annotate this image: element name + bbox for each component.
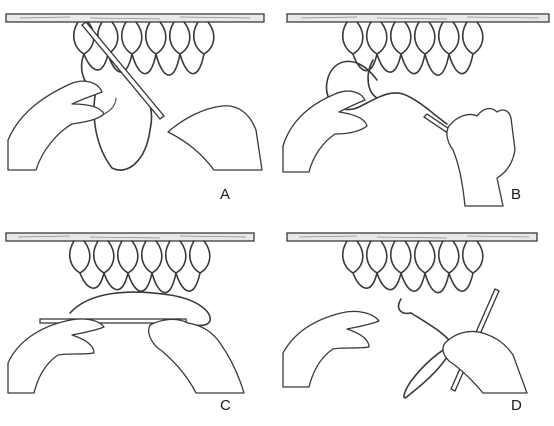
panel-a: A (0, 0, 277, 213)
working-twine-loop (325, 60, 448, 125)
panel-c: C (0, 213, 277, 426)
panel-b-drawing (282, 13, 550, 207)
netting-needle (81, 21, 165, 120)
working-twine (93, 89, 153, 171)
mesh-row (352, 272, 474, 315)
dowel-rod (286, 13, 550, 23)
right-hand (167, 105, 263, 171)
hanging-loops (68, 240, 211, 274)
dowel-rod (286, 232, 538, 242)
panel-c-drawing (5, 232, 255, 394)
right-hand (148, 318, 245, 394)
panel-label-c: C (220, 397, 231, 414)
mesh-row (79, 272, 201, 294)
panel-label-b: B (511, 186, 522, 203)
panel-label-a: A (220, 186, 231, 203)
panel-d-drawing (282, 232, 538, 399)
panel-d: D (277, 213, 554, 426)
working-twine-loop (403, 312, 456, 399)
left-hand (7, 80, 105, 171)
mesh-row (80, 53, 205, 91)
left-hand (7, 318, 105, 394)
mesh-row (352, 53, 474, 76)
hanging-loops (341, 21, 484, 55)
right-hand (442, 330, 528, 394)
dowel-rod (5, 232, 255, 242)
left-hand (282, 310, 380, 388)
panel-a-drawing (5, 13, 265, 171)
dowel-rod (5, 13, 265, 23)
panel-label-d: D (511, 397, 522, 414)
right-hand (446, 107, 516, 207)
panel-b: B (277, 0, 554, 213)
hanging-loops (341, 240, 484, 274)
left-hand (282, 90, 368, 173)
